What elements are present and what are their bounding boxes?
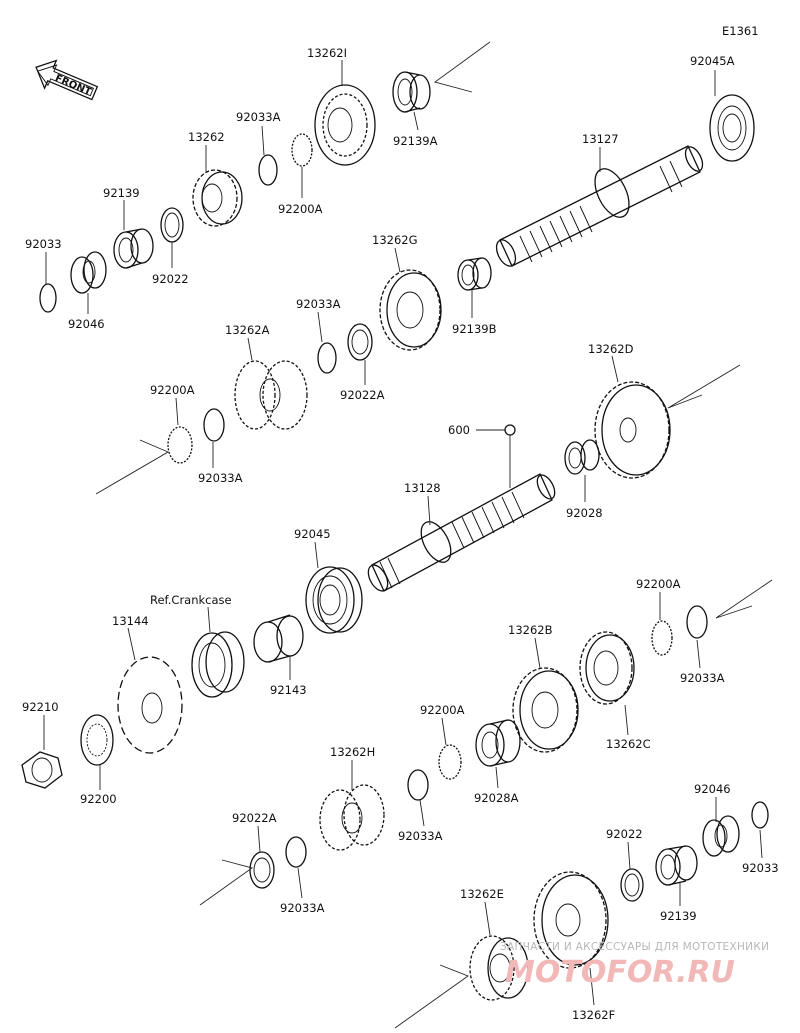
label-13262F[interactable]: 13262F — [572, 1008, 615, 1022]
ring-92033A-3[interactable] — [203, 408, 225, 442]
ring-92033A-2[interactable] — [317, 342, 337, 374]
label-92200A-4[interactable]: 92200A — [420, 703, 465, 717]
bearing-92045[interactable] — [305, 566, 363, 634]
bearing-92045A[interactable] — [709, 94, 755, 162]
front-arrow-icon: FRONT — [35, 59, 99, 101]
label-92022A-2[interactable]: 92022A — [232, 811, 277, 825]
gear-13262B[interactable] — [512, 667, 579, 753]
washer-92200A-2[interactable] — [167, 426, 193, 464]
label-92022A[interactable]: 92022A — [340, 388, 385, 402]
label-92033A-6[interactable]: 92033A — [280, 901, 325, 915]
shaft-13127[interactable] — [493, 144, 706, 269]
washer-92022[interactable] — [160, 207, 184, 243]
label-92139A[interactable]: 92139A — [393, 134, 438, 148]
ring-92033A-6[interactable] — [285, 836, 307, 868]
washer-92200[interactable] — [80, 714, 114, 766]
label-92033A-4[interactable]: 92033A — [680, 671, 725, 685]
label-92143[interactable]: 92143 — [270, 683, 307, 697]
washer-92200A-4[interactable] — [438, 744, 462, 780]
ring-92033-2[interactable] — [751, 801, 769, 829]
label-92045[interactable]: 92045 — [294, 527, 331, 541]
label-600[interactable]: 600 — [448, 423, 470, 437]
washer-92200A-1[interactable] — [291, 133, 313, 167]
gear-13262A[interactable] — [234, 360, 308, 430]
gear-13262[interactable] — [192, 169, 243, 227]
watermark: ЗАПЧАСТИ И АКСЕССУАРЫ ДЛЯ МОТОТЕХНИКИ MO… — [500, 941, 769, 990]
label-92033A-5[interactable]: 92033A — [398, 829, 443, 843]
diagram-id: E1361 — [722, 24, 759, 38]
label-92139-2[interactable]: 92139 — [660, 909, 697, 923]
label-13262D[interactable]: 13262D — [588, 342, 634, 356]
label-92022-2[interactable]: 92022 — [606, 827, 643, 841]
collar-92143[interactable] — [253, 614, 304, 663]
label-92028A[interactable]: 92028A — [474, 791, 519, 805]
label-13262G[interactable]: 13262G — [372, 233, 418, 247]
label-92022[interactable]: 92022 — [152, 272, 189, 286]
washer-92200A-3[interactable] — [651, 620, 673, 656]
bushing-92139B[interactable] — [457, 257, 492, 291]
label-92200A-1[interactable]: 92200A — [278, 202, 323, 216]
ring-92033[interactable] — [39, 283, 57, 313]
bearing-92028A[interactable] — [475, 719, 521, 767]
label-92033A-1[interactable]: 92033A — [236, 110, 281, 124]
label-92200[interactable]: 92200 — [80, 792, 117, 806]
label-92033[interactable]: 92033 — [25, 237, 62, 251]
gear-13262F[interactable] — [533, 871, 609, 969]
nut-92210[interactable] — [21, 751, 63, 789]
circle-marker-600 — [504, 424, 516, 436]
washer-92022A[interactable] — [347, 323, 373, 361]
ring-92033A-4[interactable] — [686, 605, 708, 639]
bearing-92046[interactable] — [70, 251, 107, 294]
label-13262H[interactable]: 13262H — [330, 745, 375, 759]
ring-92033A-1[interactable] — [258, 154, 278, 186]
watermark-logo: MOTOFOR.RU — [505, 955, 735, 990]
bushing-92139-2[interactable] — [655, 845, 698, 886]
leader-lines — [43, 60, 763, 1006]
label-13128[interactable]: 13128 — [404, 481, 441, 495]
shaft-13128[interactable] — [364, 472, 558, 594]
label-92033-2[interactable]: 92033 — [742, 861, 779, 875]
bearing-92139A[interactable] — [392, 71, 431, 113]
label-13262E[interactable]: 13262E — [460, 887, 504, 901]
label-92139B[interactable]: 92139B — [452, 322, 497, 336]
ref-crankcase-label: Ref.Crankcase — [150, 593, 232, 607]
sprocket-13144[interactable] — [117, 656, 183, 754]
label-13262A[interactable]: 13262A — [225, 323, 270, 337]
label-92210[interactable]: 92210 — [22, 700, 59, 714]
label-92046-2[interactable]: 92046 — [694, 782, 731, 796]
gear-13262H[interactable] — [319, 784, 385, 851]
label-13262B[interactable]: 13262B — [508, 623, 553, 637]
washer-92022A-2[interactable] — [249, 851, 275, 889]
seal-ref-crankcase[interactable] — [191, 631, 245, 698]
label-13127[interactable]: 13127 — [582, 132, 619, 146]
gear-13262C[interactable] — [579, 631, 635, 705]
label-92200A-3[interactable]: 92200A — [636, 577, 681, 591]
label-13262[interactable]: 13262 — [188, 130, 225, 144]
label-92028[interactable]: 92028 — [566, 506, 603, 520]
label-13262C[interactable]: 13262C — [606, 737, 651, 751]
label-92033A-2[interactable]: 92033A — [296, 297, 341, 311]
label-92200A-2[interactable]: 92200A — [150, 383, 195, 397]
label-92139[interactable]: 92139 — [103, 186, 140, 200]
part-labels: 13262I 92139A 92045A 13262 92033A 92200A… — [22, 46, 779, 1022]
bushing-92028[interactable] — [564, 439, 600, 475]
label-92033A-3[interactable]: 92033A — [198, 471, 243, 485]
axis-guide-lines — [95, 41, 773, 1029]
washer-92022-2[interactable] — [620, 868, 644, 902]
bushing-92139[interactable] — [113, 228, 154, 269]
label-92046[interactable]: 92046 — [68, 317, 105, 331]
label-92045A[interactable]: 92045A — [690, 54, 735, 68]
label-13144[interactable]: 13144 — [112, 614, 149, 628]
label-13262I[interactable]: 13262I — [307, 46, 347, 60]
gear-13262E[interactable] — [469, 935, 529, 1001]
gear-13262D[interactable] — [594, 381, 671, 479]
gear-13262G[interactable] — [379, 269, 442, 351]
watermark-line1: ЗАПЧАСТИ И АКСЕССУАРЫ ДЛЯ МОТОТЕХНИКИ — [500, 941, 769, 953]
bearing-92046-2[interactable] — [702, 815, 740, 857]
gear-13262I[interactable] — [314, 84, 376, 166]
ring-92033A-5[interactable] — [407, 769, 429, 801]
